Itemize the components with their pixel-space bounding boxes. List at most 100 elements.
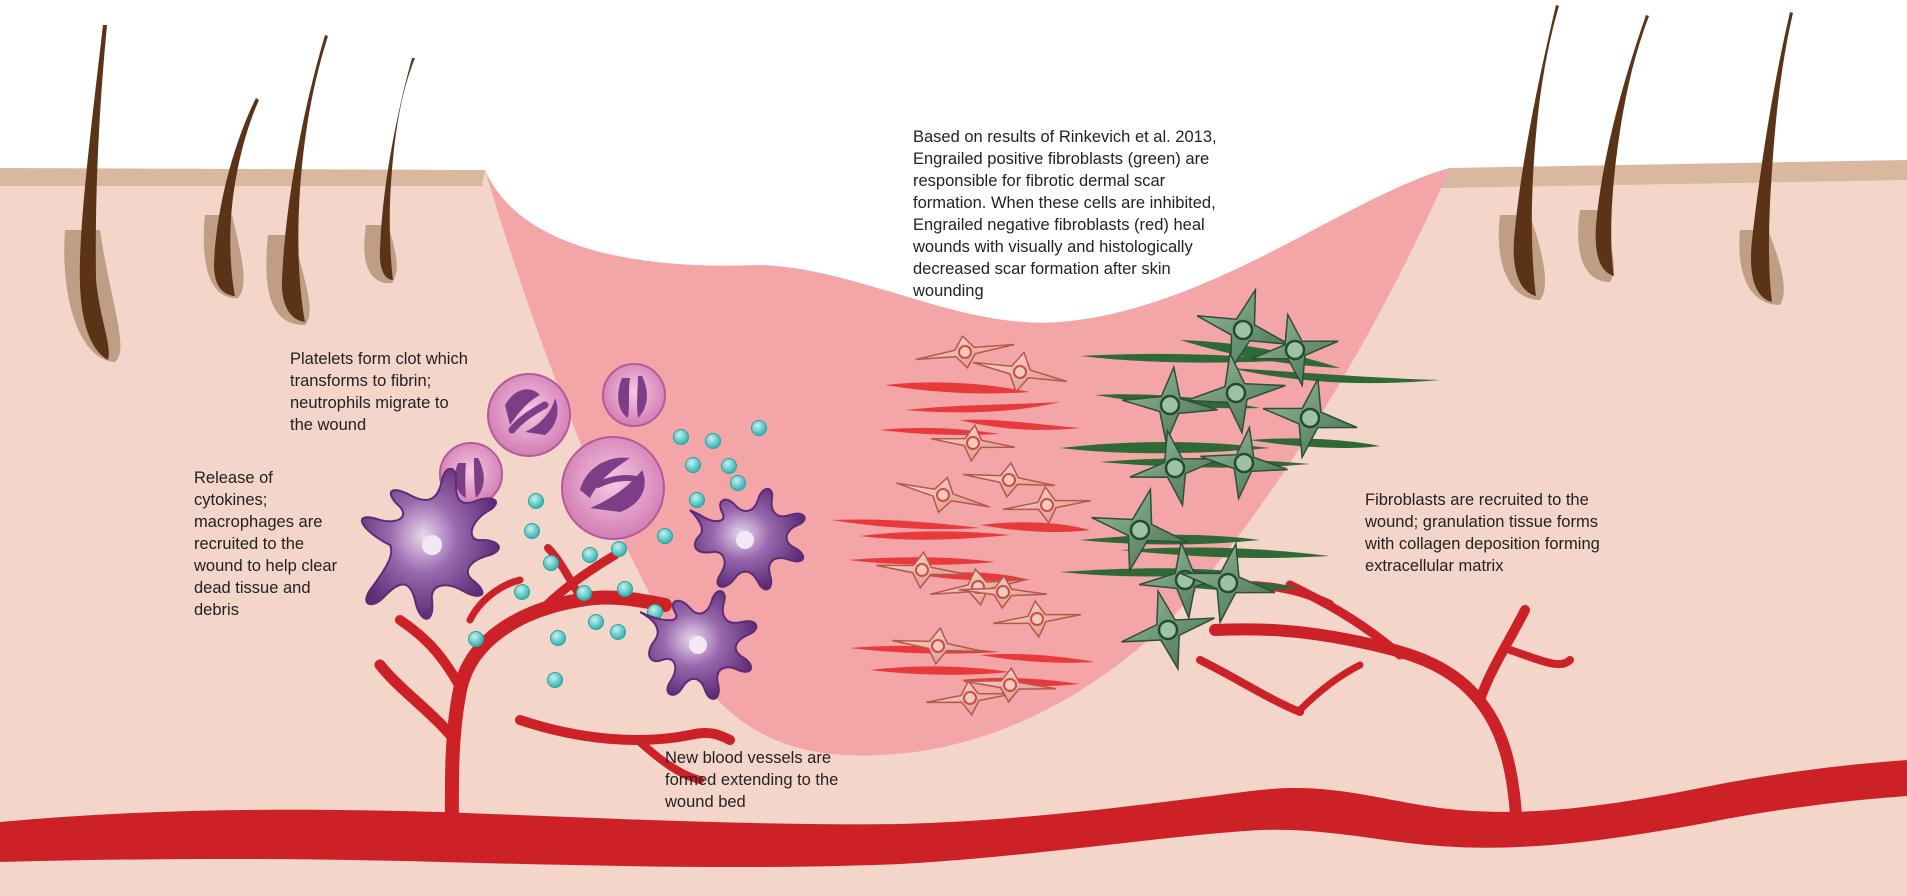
platelet-icon	[547, 672, 563, 688]
label-line: extracellular matrix	[1365, 557, 1504, 575]
engrailed-negative-fibroblast-icon	[876, 550, 968, 590]
fibrin-strand	[980, 653, 1095, 663]
platelet-group	[468, 420, 767, 688]
fibrin-strand	[870, 666, 1010, 675]
engrailed-negative-fibroblast-icon	[926, 679, 1014, 717]
neutrophil-icon	[602, 363, 666, 427]
fibrin-strand	[860, 531, 1010, 540]
collagen-fiber	[1060, 442, 1270, 454]
label-line: with collagen deposition forming	[1365, 535, 1600, 553]
collagen-fiber	[1120, 547, 1330, 558]
label-line: decreased scar formation after skin	[913, 260, 1171, 278]
scar-formation-note: Based on results of Rinkevich et al. 201…	[913, 126, 1217, 302]
epidermis-right	[1440, 160, 1907, 188]
neutrophil-icon	[561, 436, 665, 540]
engrailed-negative-fibroblast-icon	[931, 423, 1015, 463]
platelet-icon	[685, 457, 701, 473]
platelet-icon	[582, 547, 598, 563]
platelet-icon	[576, 585, 592, 601]
platelet-icon	[514, 584, 530, 600]
platelet-icon	[617, 581, 633, 597]
engrailed-positive-fibroblasts	[1091, 287, 1358, 672]
platelet-icon	[705, 433, 721, 449]
label-line: neutrophils migrate to	[290, 394, 449, 412]
fibrin-strand	[885, 382, 1030, 394]
platelet-icon	[543, 555, 559, 571]
label-line: Engrailed negative fibroblasts (red) hea…	[913, 216, 1205, 234]
engrailed-positive-fibroblast-icon	[1091, 486, 1189, 574]
fibrin-strand	[960, 419, 1080, 430]
platelet-icon	[588, 614, 604, 630]
platelet-icon	[657, 528, 673, 544]
label-line: Fibroblasts are recruited to the	[1365, 491, 1589, 509]
collagen-fibers	[1060, 340, 1440, 591]
collagen-fiber	[1250, 438, 1380, 448]
platelets-note: Platelets form clot which transforms to f…	[290, 348, 468, 436]
label-line: formed extending to the	[665, 771, 839, 789]
engrailed-positive-fibroblast-icon	[1129, 428, 1221, 508]
wound-bed	[485, 168, 1450, 756]
engrailed-negative-fibroblast-icon	[963, 461, 1055, 499]
platelet-icon	[721, 458, 737, 474]
label-line: New blood vessels are	[665, 749, 831, 767]
blood-vessels-note: New blood vessels are formed extending to…	[665, 747, 838, 813]
engrailed-negative-fibroblast-icon	[896, 476, 990, 514]
engrailed-positive-fibroblast-icon	[1180, 541, 1276, 625]
platelet-icon	[751, 420, 767, 436]
engrailed-negative-fibroblasts	[876, 334, 1091, 717]
label-line: responsible for fibrotic dermal scar	[913, 172, 1166, 190]
engrailed-negative-fibroblast-icon	[958, 574, 1048, 610]
engrailed-negative-fibroblast-icon	[972, 350, 1068, 394]
label-line: recruited to the	[194, 535, 305, 553]
fibroblasts-note: Fibroblasts are recruited to the wound; g…	[1365, 489, 1600, 577]
hair-follicle-icon	[203, 98, 259, 299]
platelet-icon	[528, 493, 544, 509]
label-line: wound to help clear	[194, 557, 338, 575]
label-line: the wound	[290, 416, 367, 434]
engrailed-negative-fibroblast-icon	[1003, 485, 1091, 525]
label-line: Platelets form clot which	[290, 350, 468, 368]
engrailed-positive-fibroblast-icon	[1251, 312, 1339, 388]
neutrophil-icon	[487, 373, 571, 457]
macrophage-icon	[639, 590, 758, 700]
label-line: wounds with visually and histologically	[913, 238, 1193, 256]
engrailed-positive-fibroblast-icon	[1196, 287, 1290, 373]
label-line: transforms to fibrin;	[290, 372, 432, 390]
engrailed-negative-fibroblast-icon	[993, 599, 1081, 639]
label-line: debris	[194, 601, 239, 619]
fibrin-strand	[832, 519, 980, 530]
engrailed-positive-fibroblast-icon	[1186, 350, 1286, 436]
label-line: dead tissue and	[194, 579, 311, 597]
engrailed-negative-fibroblast-icon	[963, 666, 1057, 704]
label-line: formation. When these cells are inhibite…	[913, 194, 1216, 212]
label-line: cytokines;	[194, 491, 268, 509]
hair-follicle-icon	[266, 35, 328, 325]
hair-follicle-icon	[1739, 12, 1793, 305]
macrophage-icon	[689, 487, 806, 591]
label-line: wounding	[913, 282, 984, 300]
engrailed-positive-fibroblast-icon	[1121, 364, 1219, 446]
label-line: Release of	[194, 469, 273, 487]
label-line: wound bed	[665, 793, 746, 811]
fibrin-strand	[980, 522, 1090, 533]
label-line: Engrailed positive fibroblasts (green) a…	[913, 150, 1210, 168]
hair-follicle-icon	[1578, 15, 1649, 282]
label-line: Based on results of Rinkevich et al. 201…	[913, 128, 1217, 146]
engrailed-positive-fibroblast-icon	[1262, 376, 1358, 460]
epidermis-left	[0, 168, 485, 186]
label-line: wound; granulation tissue forms	[1365, 513, 1598, 531]
platelet-icon	[610, 624, 626, 640]
engrailed-positive-fibroblast-icon	[1121, 588, 1215, 672]
platelet-icon	[689, 492, 705, 508]
engrailed-negative-fibroblast-icon	[892, 626, 984, 666]
platelet-icon	[468, 631, 484, 647]
platelet-icon	[730, 475, 746, 491]
collagen-fiber	[1230, 368, 1440, 384]
platelet-icon	[673, 429, 689, 445]
platelet-icon	[550, 630, 566, 646]
hair-follicle-icon	[64, 25, 121, 362]
blood-vessel-icon	[0, 760, 1907, 868]
